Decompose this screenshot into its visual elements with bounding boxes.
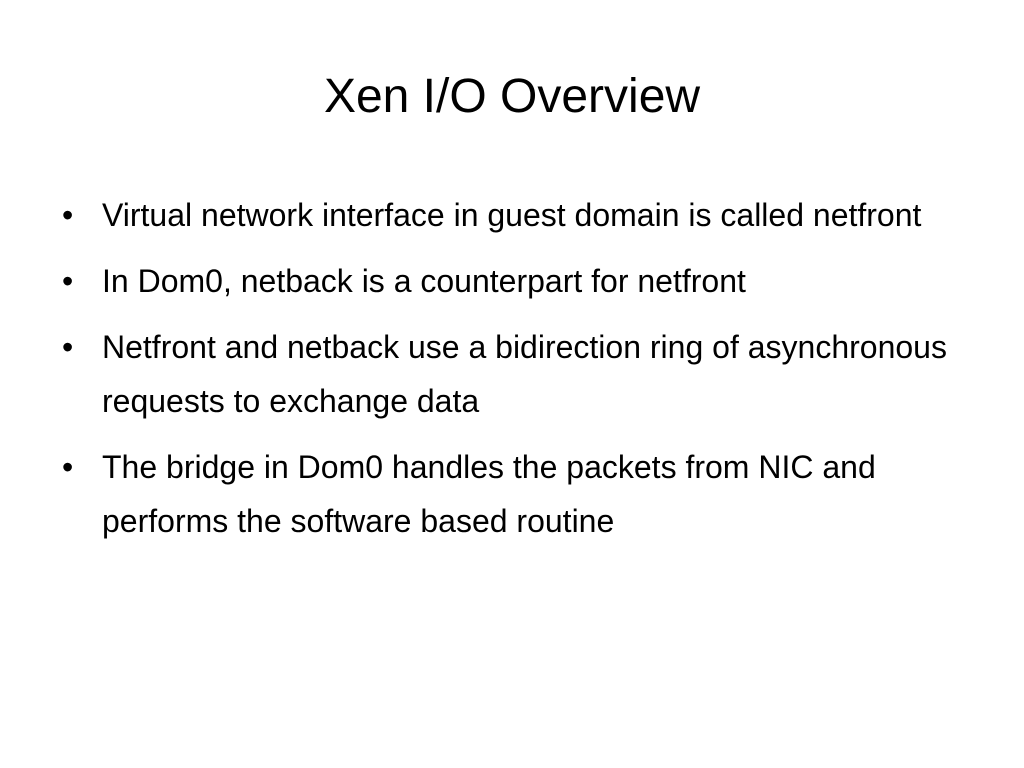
- bullet-dot-icon: •: [62, 449, 74, 485]
- bullet-text: Netfront and netback use a bidirection r…: [102, 329, 947, 419]
- bullet-dot-icon: •: [62, 263, 74, 299]
- slide-title: Xen I/O Overview: [323, 70, 701, 123]
- bullet-text: Virtual network interface in guest domai…: [102, 197, 922, 233]
- bullet-item: • Netfront and netback use a bidirection…: [62, 320, 972, 428]
- bullet-item: • The bridge in Dom0 handles the packets…: [62, 440, 972, 548]
- bullet-text: In Dom0, netback is a counterpart for ne…: [102, 263, 746, 299]
- bullet-dot-icon: •: [62, 197, 74, 233]
- bullet-item: • In Dom0, netback is a counterpart for …: [62, 254, 972, 308]
- bullet-item: • Virtual network interface in guest dom…: [62, 188, 972, 242]
- bullet-list: • Virtual network interface in guest dom…: [62, 188, 972, 560]
- bullet-dot-icon: •: [62, 329, 74, 365]
- bullet-text: The bridge in Dom0 handles the packets f…: [102, 449, 876, 539]
